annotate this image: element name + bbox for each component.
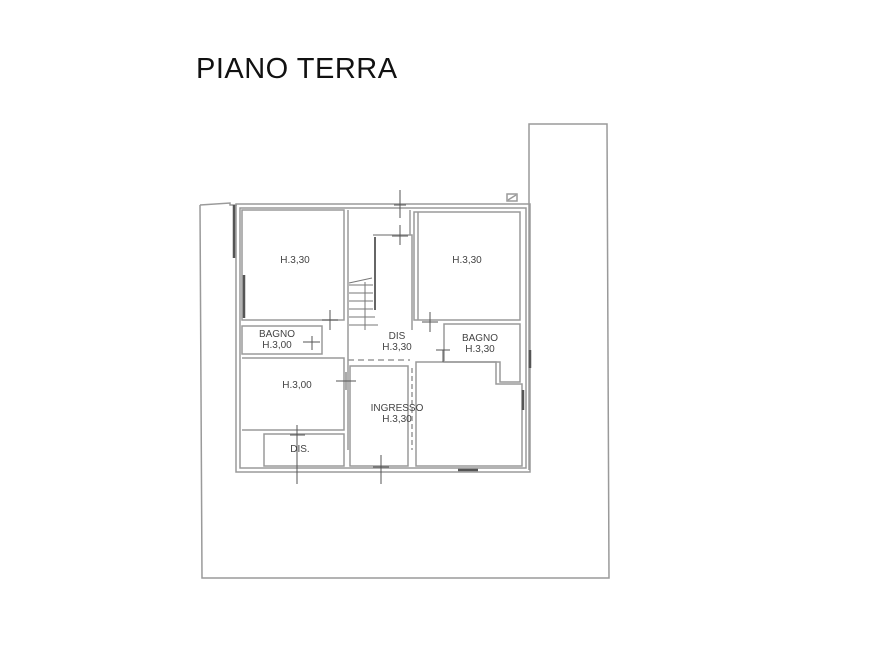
room-ne-label: H.3,30	[442, 255, 492, 266]
room-height: H.3,30	[280, 255, 310, 266]
dis-south-label: DIS.	[280, 444, 320, 455]
room-name: INGRESSO	[370, 403, 424, 414]
room-height: H.3,00	[262, 340, 292, 351]
lot-boundary	[199, 202, 237, 206]
room-name: BAGNO	[258, 329, 296, 340]
room-name: DIS	[388, 331, 406, 342]
room-name: DIS.	[290, 444, 310, 455]
room-name: BAGNO	[461, 333, 499, 344]
room-nw-label: H.3,30	[270, 255, 320, 266]
floor-title: PIANO TERRA	[196, 53, 398, 85]
room-sw-label: H.3,00	[272, 380, 322, 391]
room-height: H.3,00	[282, 380, 312, 391]
room-height: H.3,30	[382, 414, 412, 425]
bagno-west-label: BAGNO H.3,00	[252, 329, 302, 351]
dis-center-label: DIS H.3,30	[372, 331, 422, 353]
room-height: H.3,30	[465, 344, 495, 355]
room-height: H.3,30	[452, 255, 482, 266]
ingresso-label: INGRESSO H.3,30	[362, 403, 432, 425]
bagno-east-label: BAGNO H.3,30	[455, 333, 505, 355]
room-height: H.3,30	[382, 342, 412, 353]
